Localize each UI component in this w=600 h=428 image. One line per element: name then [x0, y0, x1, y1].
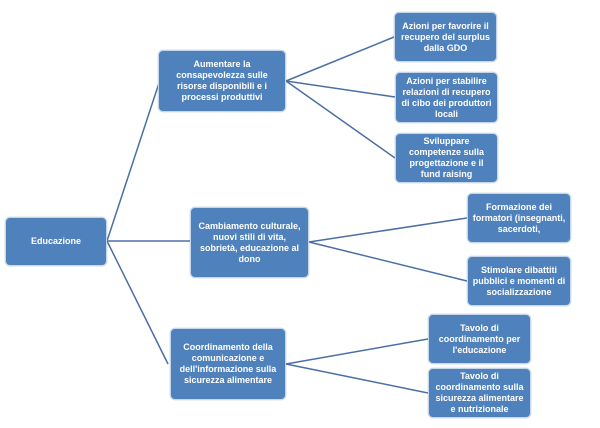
leaf-node: Azioni per favorire il recupero del surp… — [394, 12, 497, 62]
leaf-node: Azioni per stabilire relazioni di recupe… — [395, 72, 498, 123]
branch-node: Aumentare la consapevolezza sulle risors… — [158, 50, 286, 112]
branch-node: Coordinamento della comunicazione e dell… — [170, 328, 286, 400]
leaf-node: Formazione dei formatori (insegnanti, sa… — [467, 193, 571, 243]
connector-line — [285, 80, 396, 159]
leaf-node: Stimolare dibattiti pubblici e momenti d… — [467, 256, 571, 306]
connector-line — [106, 240, 169, 365]
connector-line — [106, 79, 161, 242]
leaf-node: Tavolo di coordinamento per l'educazione — [428, 314, 531, 364]
leaf-node: Sviluppare competenze sulla progettazion… — [395, 133, 498, 183]
connector-line — [285, 363, 429, 394]
root-node: Educazione — [5, 217, 107, 266]
branch-node: Cambiamento culturale, nuovi stili di vi… — [190, 207, 309, 278]
connector-line — [285, 80, 396, 98]
connector-line — [285, 36, 395, 82]
connector-line — [285, 338, 429, 365]
leaf-node: Tavolo di coordinamento sulla sicurezza … — [428, 368, 531, 418]
connector-line — [308, 217, 468, 243]
connector-line — [308, 241, 468, 282]
